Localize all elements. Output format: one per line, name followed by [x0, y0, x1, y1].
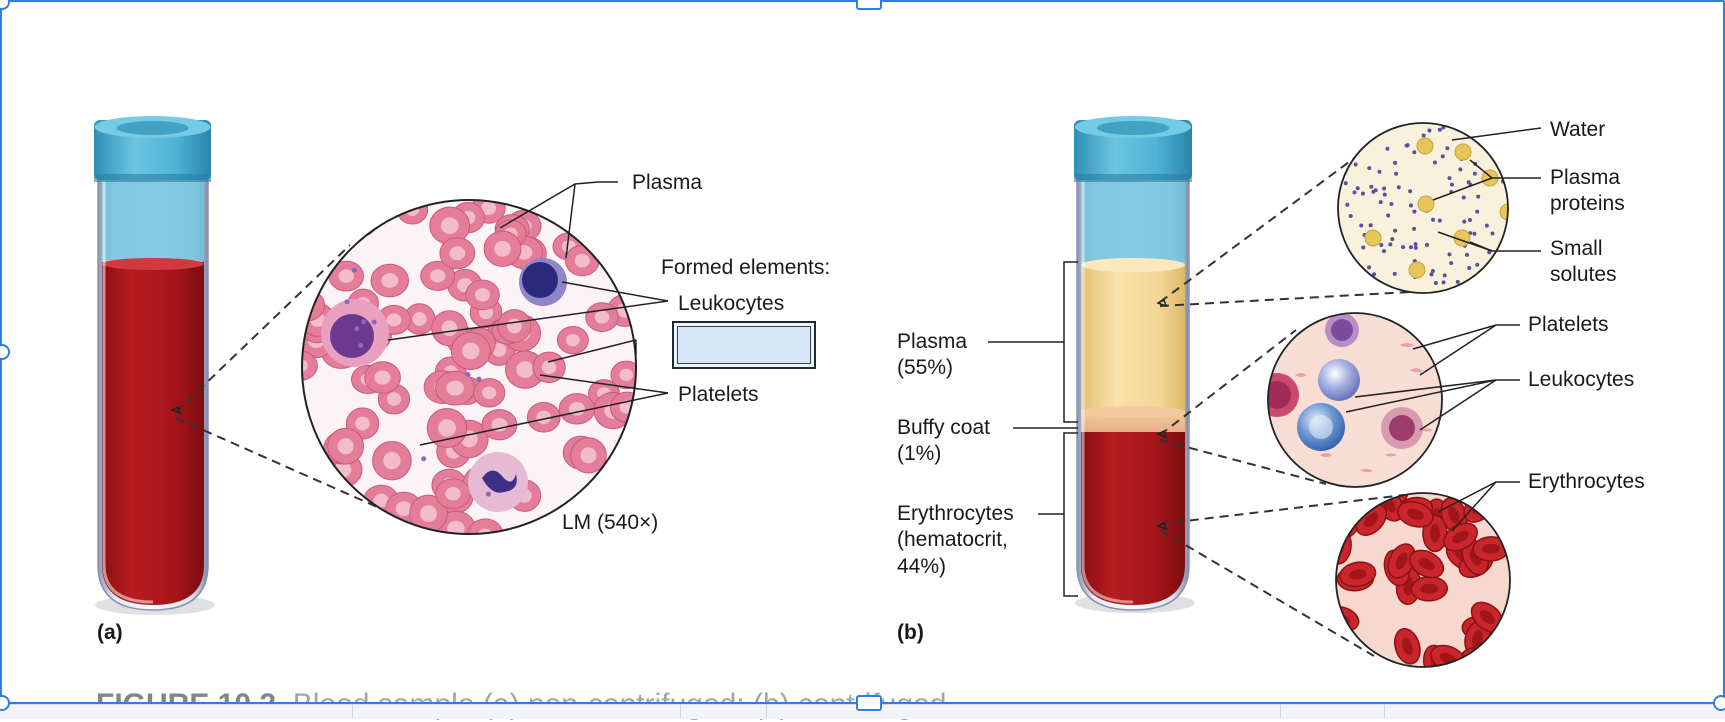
tube-b	[1074, 116, 1195, 613]
label-b-ery-line3: 44%)	[897, 554, 947, 578]
label-b-plasma: Plasma (55%)	[897, 329, 967, 382]
label-a-platelets: Platelets	[678, 383, 759, 406]
resize-handle-left-center[interactable]	[0, 344, 10, 360]
label-a-formed-elements: Formed elements:	[661, 256, 831, 279]
label-a-plasma: Plasma	[632, 171, 703, 194]
selection-frame[interactable]	[0, 0, 1725, 704]
strip-separator	[766, 704, 767, 718]
label-b-erythrocytes-zoom: Erythrocytes	[1528, 470, 1645, 493]
label-b-ery-line2: (hematocrit,	[897, 528, 1008, 552]
strip-separator	[1384, 704, 1385, 718]
answer-box[interactable]	[672, 321, 816, 369]
strip-separator	[352, 704, 353, 718]
resize-handle-bottom-right[interactable]	[1713, 695, 1725, 711]
plasma-circle	[1337, 122, 1509, 294]
label-b-small-solutes-2: solutes	[1550, 263, 1617, 287]
label-b-plasma-proteins-1: Plasma	[1550, 166, 1621, 189]
resize-handle-top-left[interactable]	[0, 0, 10, 10]
label-b-erythrocytes: Erythrocytes (hematocrit, 44%)	[897, 501, 1014, 580]
label-b-leukocytes: Leukocytes	[1528, 368, 1635, 391]
label-a-leukocytes: Leukocytes	[678, 292, 785, 315]
label-b-plasma-line2: (55%)	[897, 356, 954, 380]
label-b-buffy-line1: Buffy coat	[897, 416, 991, 439]
label-b-panel: (b)	[897, 621, 924, 644]
label-b-ery-line1: Erythrocytes	[897, 502, 1014, 525]
leaders-b	[1345, 127, 1542, 532]
label-b-plasma-proteins-2: proteins	[1550, 192, 1625, 216]
resize-handle-top-center[interactable]	[856, 0, 882, 10]
label-b-buffy-line2: (1%)	[897, 442, 942, 466]
label-b-water: Water	[1550, 118, 1606, 141]
strip-separator	[1280, 704, 1281, 718]
label-b-buffy: Buffy coat (1%)	[897, 415, 990, 468]
brackets-b	[988, 261, 1078, 597]
leaders-a	[387, 181, 669, 446]
zoom-lines-b	[1159, 141, 1411, 657]
buffy-circle	[1267, 312, 1443, 488]
label-b-small-solutes: Small solutes	[1550, 236, 1617, 289]
zoom-lines-a	[175, 244, 385, 511]
tube-a	[94, 116, 215, 615]
label-a-panel: (a)	[97, 621, 123, 644]
strip-separator	[680, 704, 681, 718]
resize-handle-bottom-center[interactable]	[856, 695, 882, 711]
label-b-plasma-line1: Plasma	[897, 330, 968, 353]
label-b-plasma-proteins: Plasma proteins	[1550, 165, 1625, 218]
label-b-small-solutes-1: Small	[1550, 237, 1603, 260]
label-b-platelets: Platelets	[1528, 313, 1609, 336]
resize-handle-bottom-left[interactable]	[0, 695, 10, 711]
label-a-magnification: LM (540×)	[562, 511, 659, 534]
